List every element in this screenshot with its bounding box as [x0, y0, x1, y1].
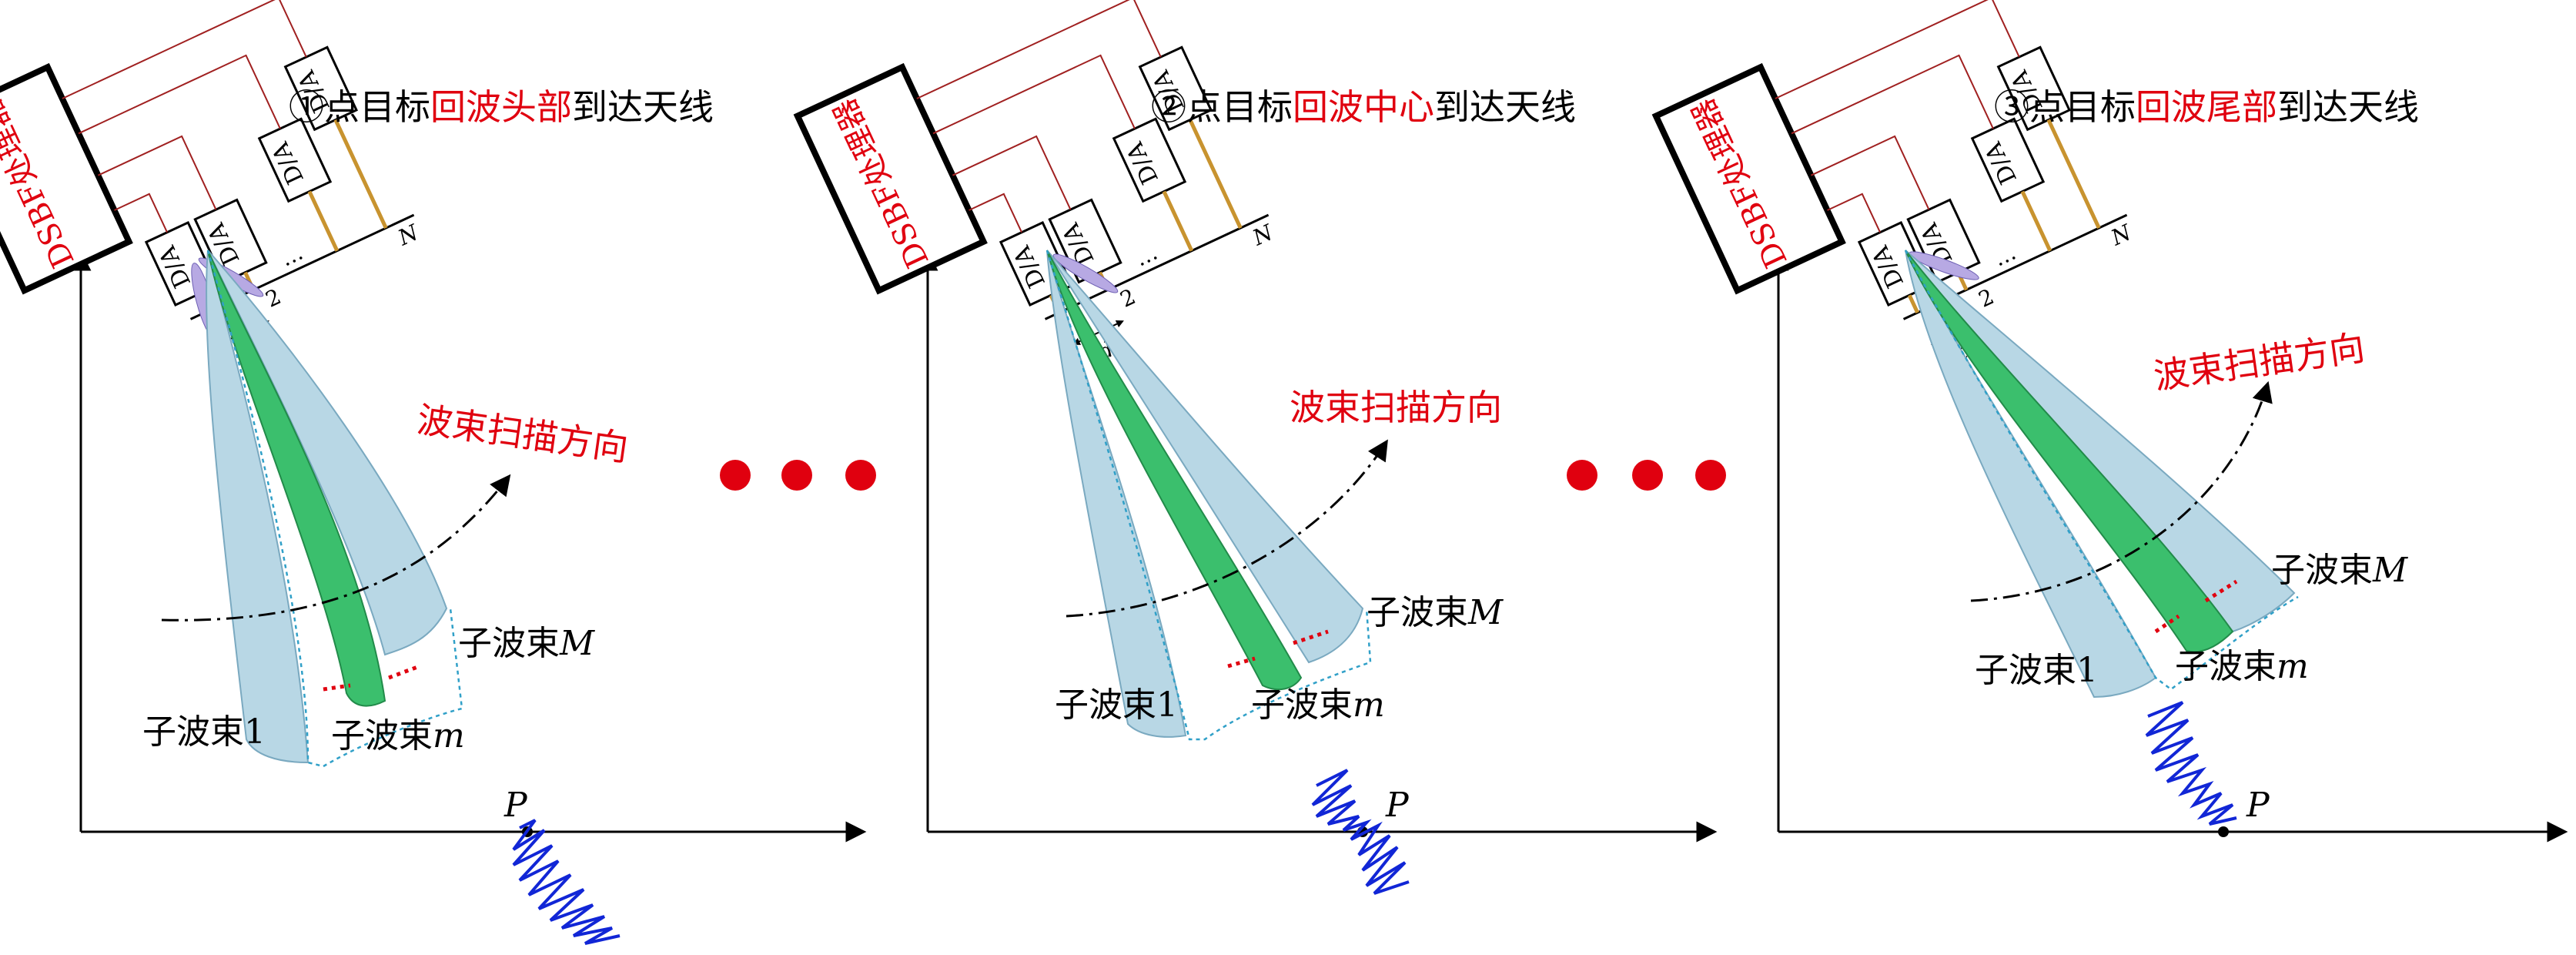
echo-signal — [512, 819, 621, 945]
sub-beam-last — [1905, 250, 2296, 633]
sub-beam-first-label: 子波束1 — [1055, 685, 1178, 725]
target-label: P — [2246, 786, 2270, 825]
wire-1 — [969, 193, 1022, 233]
panel-title: ②点目标回波中心到达天线 — [1151, 86, 1576, 128]
element-label-2: 2 — [1975, 283, 1998, 312]
beam-envelope — [1904, 250, 2299, 691]
beam-dots-right — [388, 664, 420, 680]
da-converter-n: D/A — [283, 45, 359, 132]
da-converter-2: D/A — [1906, 198, 1981, 284]
scan-direction-label: 波束扫描方向 — [2151, 327, 2367, 397]
panel-1: DSBF处理器 D/A D/A D/A D/A — [0, 0, 867, 945]
antenna-elements — [1907, 119, 2101, 314]
wire-3 — [78, 54, 281, 135]
sub-beam-last-label: 子波束M — [1367, 593, 1504, 632]
scan-direction-label: 波束扫描方向 — [1290, 387, 1502, 428]
sub-beam-last — [1046, 250, 1364, 664]
beam-dots-right — [1293, 629, 1329, 645]
element-label-2: 2 — [262, 283, 285, 312]
sub-beam-first-label: 子波束1 — [1975, 651, 2098, 690]
echo-signal — [1311, 769, 1410, 895]
sub-beam-first-label: 子波束1 — [142, 712, 266, 752]
sub-beam-first — [206, 250, 309, 764]
scan-direction-arrow — [1066, 439, 1388, 618]
wire-3 — [932, 54, 1136, 135]
sub-beam-m — [1046, 250, 1303, 691]
wire-1 — [114, 193, 168, 233]
echo-signal — [2145, 701, 2237, 826]
beam-envelope — [1045, 250, 1372, 741]
scan-direction-label: 波束扫描方向 — [414, 398, 631, 469]
beam-dots-right — [2204, 579, 2238, 603]
target-label: P — [1385, 786, 1410, 825]
ellipsis-dots-2 — [1567, 460, 1726, 491]
ellipsis-dots-1 — [720, 460, 876, 491]
wire-2 — [1810, 135, 1930, 210]
wire-n — [62, 0, 307, 99]
element-label-n: N — [2106, 219, 2136, 250]
wire-1 — [1827, 193, 1881, 233]
antenna-assembly: DSBF处理器 D/A D/A D/A D/A — [1651, 0, 2136, 365]
scan-direction-arrow — [1970, 380, 2273, 602]
panel-title: ③点目标回波尾部到达天线 — [1994, 86, 2419, 128]
da-converter-3: D/A — [1970, 117, 2046, 203]
element-label-n: N — [1248, 219, 1277, 250]
dsbf-processor-box — [0, 62, 133, 295]
wire-n — [916, 0, 1162, 99]
panel-2: DSBF处理器 D/A D/A D/A D/A — [793, 0, 1718, 895]
sub-beam-m-label: 子波束m — [1251, 685, 1385, 725]
sub-beam-m-label: 子波束m — [331, 716, 465, 756]
wire-2 — [97, 135, 217, 210]
da-converter-3: D/A — [1112, 117, 1187, 203]
antenna-assembly: DSBF处理器 D/A D/A D/A D/A — [0, 0, 423, 365]
element-label-n: N — [393, 219, 423, 250]
dsbf-processor-box — [793, 62, 988, 295]
element-label-2: 2 — [1116, 283, 1139, 312]
panel-3: DSBF处理器 D/A D/A D/A D/A — [1651, 0, 2568, 843]
target-label: P — [503, 786, 528, 825]
sub-beam-m — [207, 250, 386, 707]
sub-beam-last-label: 子波束M — [2271, 551, 2408, 590]
sub-beam-last-label: 子波束M — [458, 624, 595, 663]
wire-3 — [1791, 54, 1994, 135]
sidelobe-right — [1052, 253, 1119, 293]
wire-2 — [952, 135, 1072, 210]
target-point — [2218, 826, 2229, 837]
sub-beam-m-label: 子波束m — [2175, 647, 2309, 686]
sub-beam-m — [1905, 250, 2234, 653]
da-converter-3: D/A — [257, 117, 333, 203]
wire-n — [1775, 0, 2020, 99]
beam-envelope — [206, 250, 463, 768]
dsbf-processor-box — [1651, 62, 1846, 295]
panel-title: ①点目标回波头部到达天线 — [289, 86, 714, 128]
antenna-assembly: DSBF处理器 D/A D/A D/A D/A — [793, 0, 1278, 365]
sub-beam-first — [1905, 250, 2157, 699]
sub-beam-first — [1046, 250, 1187, 738]
scan-direction-arrow — [161, 474, 511, 622]
